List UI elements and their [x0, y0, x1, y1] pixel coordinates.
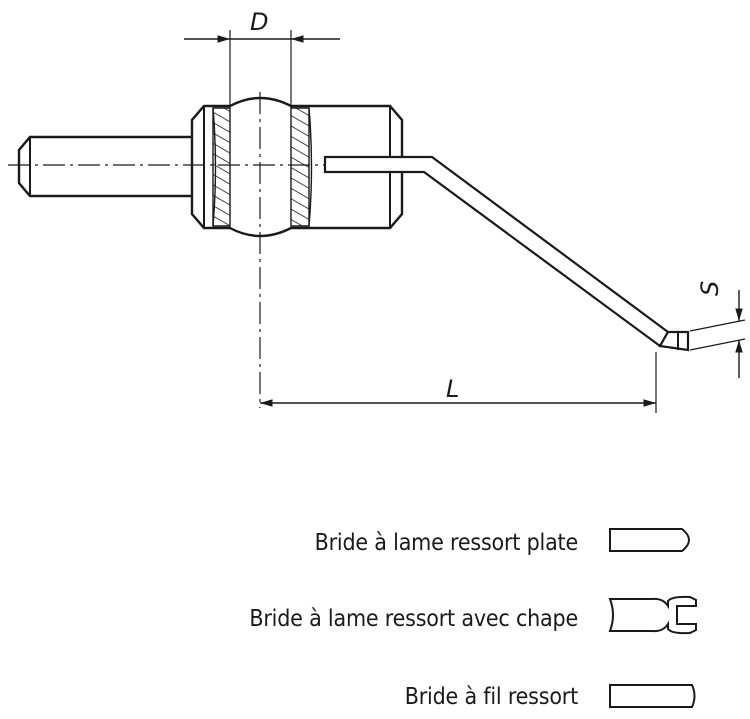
break-curve-right	[308, 107, 313, 227]
hatched-section-right	[290, 107, 310, 227]
s-extension-top	[689, 319, 746, 332]
legend-item-spring-wire: Bride à fil ressort	[0, 676, 750, 716]
d-dimension-label: D	[250, 8, 268, 36]
legend-item-flat-spring: Bride à lame ressort plate	[0, 522, 750, 562]
legend-label: Bride à lame ressort plate	[314, 530, 579, 556]
forked-spring-strip-icon	[608, 595, 697, 635]
s-extension-bottom	[689, 338, 746, 351]
s-dimension-label: S	[696, 281, 724, 296]
pin-shaft	[17, 135, 192, 198]
legend-label: Bride à lame ressort avec chape	[249, 606, 578, 632]
spring-wire-icon	[609, 684, 696, 708]
hatched-section-left	[212, 107, 231, 227]
l-dimension-label: L	[446, 375, 459, 403]
flat-spring-strip-icon	[609, 528, 690, 552]
legend-item-forked-spring: Bride à lame ressort avec chape	[0, 598, 750, 638]
break-curve-left	[212, 107, 217, 227]
spring-tip	[658, 330, 690, 352]
legend-label: Bride à fil ressort	[404, 684, 578, 710]
